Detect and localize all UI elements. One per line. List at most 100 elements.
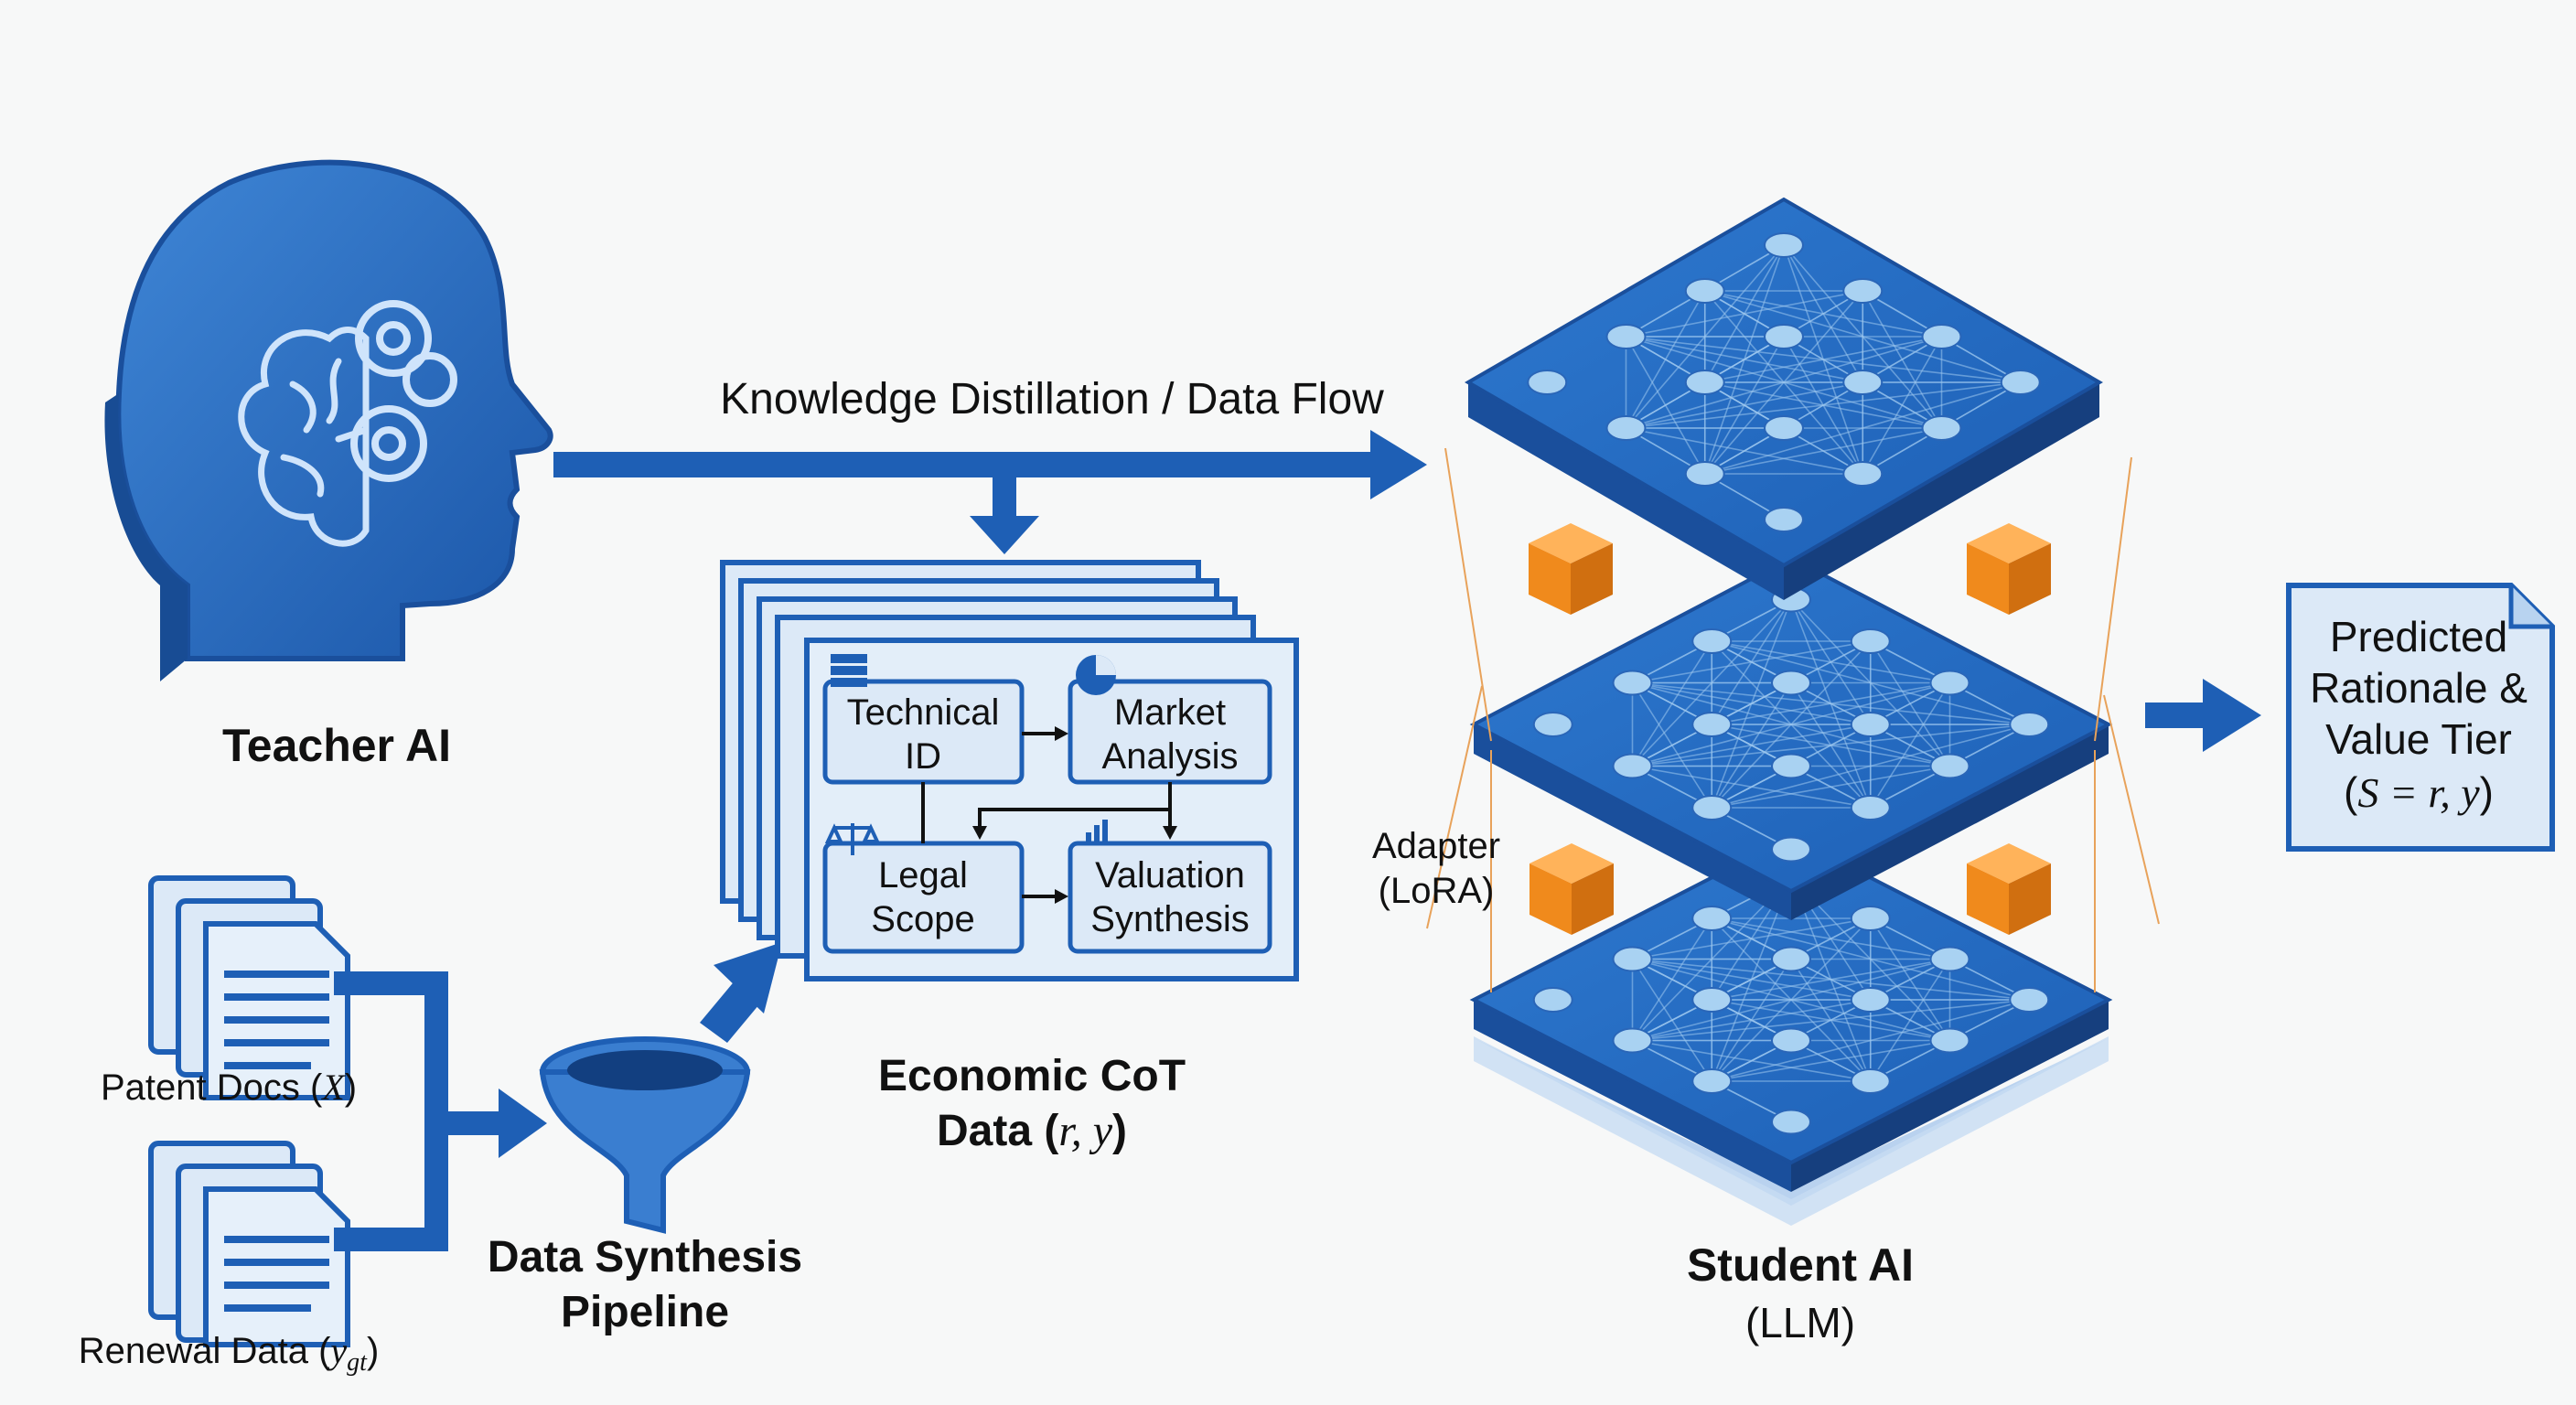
network-node (1691, 1068, 1733, 1094)
network-edge (1711, 640, 1872, 809)
network-node (1850, 795, 1891, 820)
network-edge (1711, 917, 1872, 1082)
network-edge (1790, 959, 1872, 1082)
pipeline-label-line1: Data Synthesis (488, 1233, 802, 1282)
plate-side-right (1791, 1000, 2109, 1192)
network-edge (1704, 290, 1863, 475)
network-node (1921, 415, 1962, 441)
network-plate-2 (1469, 555, 2113, 920)
server-icon (831, 654, 867, 687)
network-node (2009, 987, 2050, 1013)
network-edge (1862, 290, 1943, 429)
cot-inner-arrows (921, 726, 1177, 904)
student-stack (1426, 197, 2160, 1226)
network-edge (1625, 336, 1706, 475)
network-node (1764, 507, 1804, 532)
network-node (1929, 670, 1970, 696)
network-node (1691, 987, 1733, 1013)
network-node (1691, 906, 1733, 931)
network-edge (1783, 244, 1943, 429)
network-node (1929, 946, 1970, 972)
cot-box-valuation: Valuation Synthesis (1068, 841, 1272, 954)
network-edge (1790, 682, 1872, 809)
network-plate-1 (1465, 197, 2103, 600)
network-node (1684, 370, 1725, 395)
network-node (1771, 1109, 1811, 1135)
cot-box-technical: Technical ID (822, 679, 1025, 785)
renewal-data-icon (148, 1141, 350, 1347)
output-arrow (2145, 679, 2261, 752)
input-merge-connector (334, 971, 547, 1251)
network-node (1850, 712, 1891, 737)
adapter-cube-left (1967, 863, 2009, 935)
network-edge (1783, 336, 1863, 475)
network-node (1532, 987, 1573, 1013)
cot-box-technical-line2: ID (905, 736, 941, 777)
pie-chart-icon (1076, 655, 1116, 695)
funnel-icon (539, 1036, 751, 1234)
adapter-cube-left (1530, 863, 1572, 935)
cot-box-legal-line2: Scope (871, 899, 974, 939)
network-node (1684, 278, 1725, 304)
network-node (1929, 1027, 1970, 1054)
network-node (1764, 324, 1804, 349)
network-node (1612, 1027, 1653, 1054)
network-node (1605, 415, 1647, 441)
network-plate-3 (1469, 834, 2113, 1192)
network-node (1771, 836, 1811, 863)
network-node (1842, 461, 1884, 487)
cot-box-market-line2: Analysis (1102, 736, 1239, 777)
network-node (1612, 670, 1653, 696)
cot-box-technical-line1: Technical (847, 692, 1000, 733)
network-node (1842, 370, 1884, 395)
cot-box-market: Market Analysis (1068, 679, 1272, 785)
pipeline-to-cot-arrow (700, 942, 782, 1043)
renewal-data-label: Renewal Data (ygt) (79, 1330, 380, 1377)
cot-box-valuation-line1: Valuation (1095, 855, 1245, 896)
adapter-connector-line (1444, 447, 1492, 742)
network-node (1929, 753, 1970, 779)
cot-box-valuation-line2: Synthesis (1090, 899, 1249, 939)
cot-caption-line2: Data (r, y) (937, 1107, 1127, 1155)
distillation-label: Knowledge Distillation / Data Flow (720, 375, 1384, 424)
network-node (1850, 906, 1891, 931)
network-node (1771, 670, 1811, 696)
patent-docs-icon (148, 875, 350, 1100)
network-edge (1790, 599, 1872, 725)
network-node (1764, 415, 1804, 441)
network-node (1764, 232, 1804, 258)
cot-box-legal: Legal Scope (822, 841, 1025, 954)
adapter-cube-left (1529, 543, 1571, 615)
adapter-connector-line (2103, 694, 2160, 925)
adapter-label-line1: Adapter (1372, 826, 1500, 866)
network-edge (1870, 917, 1951, 1041)
teacher-label: Teacher AI (222, 720, 451, 771)
network-edge (1790, 598, 1951, 767)
cot-box-legal-line1: Legal (878, 855, 968, 896)
output-document (2286, 583, 2555, 852)
network-node (1842, 278, 1884, 304)
network-node (1771, 753, 1811, 779)
network-edge (1870, 640, 1951, 767)
adapter-cube-right (2009, 863, 2051, 935)
plate-side-left (1468, 382, 1784, 600)
adapter-cube-2 (1967, 523, 2051, 615)
network-node (1532, 712, 1573, 737)
student-sublabel: (LLM) (1745, 1299, 1855, 1346)
network-edge (1631, 959, 1712, 1082)
plate-side-left (1474, 1000, 1791, 1192)
network-node (1691, 628, 1733, 654)
network-node (2000, 370, 2041, 395)
network-node (1850, 628, 1891, 654)
distillation-arrow (553, 430, 1427, 554)
network-node (1684, 461, 1725, 487)
output-line2: Rationale & (2310, 664, 2528, 712)
network-node (2009, 712, 2050, 737)
network-node (1691, 795, 1733, 820)
network-edge (1783, 244, 1863, 383)
adapter-cube-left (1967, 543, 2009, 615)
network-node (1921, 324, 1962, 349)
adapter-cube-1 (1529, 523, 1613, 615)
network-node (1527, 370, 1568, 395)
adapter-connector-line (2094, 456, 2132, 742)
